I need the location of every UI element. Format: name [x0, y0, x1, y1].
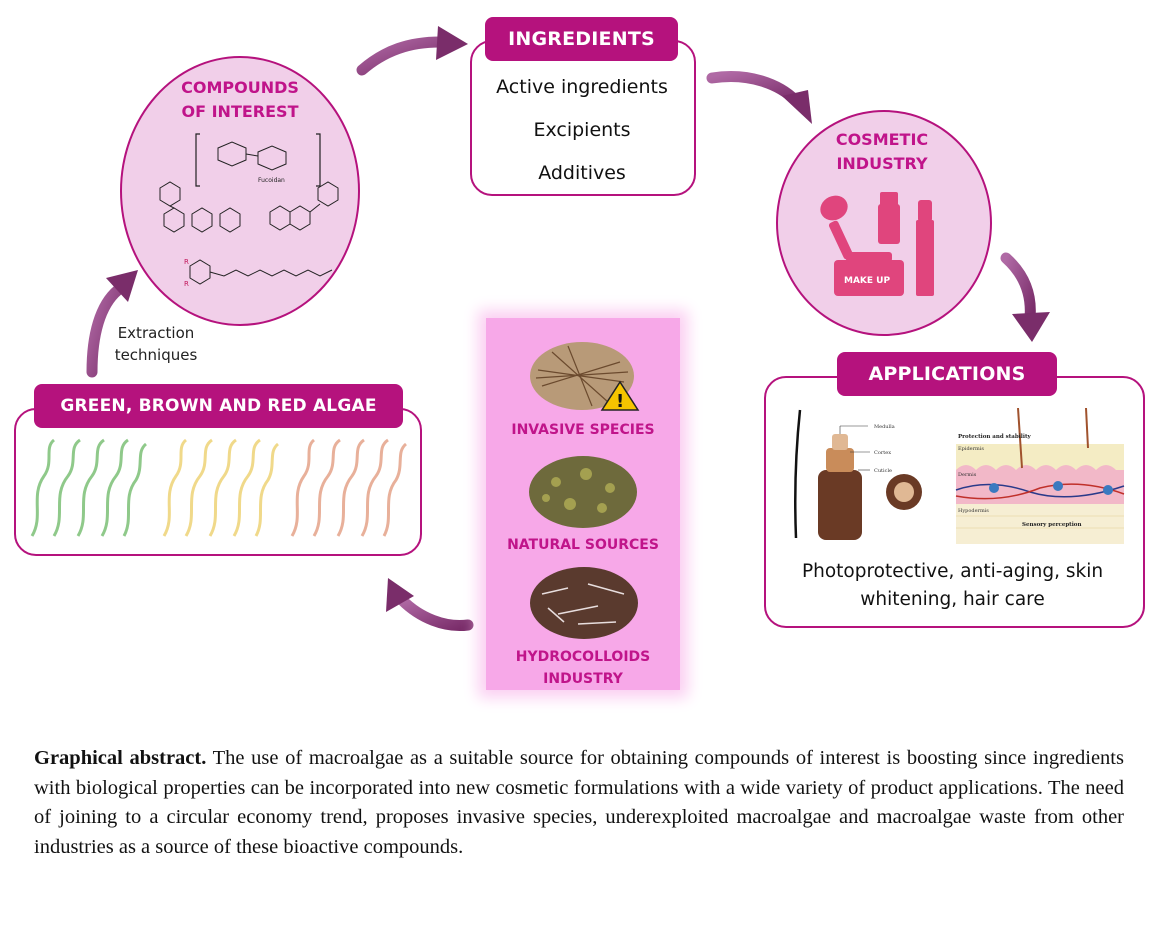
chemical-structures-icon: Fucoidan R R	[159, 133, 339, 288]
sources-label-hydro-line1: HYDROCOLLOIDS	[515, 649, 651, 665]
applications-description: Photoprotective, anti-aging, skin whiten…	[801, 561, 1104, 610]
sources-label-invasive: INVASIVE SPECIES	[511, 422, 655, 438]
ingredients-title: INGREDIENTS	[485, 17, 678, 61]
figure-caption: Graphical abstract. The use of macroalga…	[34, 744, 1124, 862]
svg-text:R: R	[184, 280, 189, 288]
skin-label-epidermis: Epidermis	[958, 446, 984, 452]
extraction-line2: techniques	[114, 346, 198, 364]
skin-label-sensory: Sensory perception	[1022, 522, 1081, 528]
sources-label-hydro-line2: INDUSTRY	[543, 671, 623, 687]
cosmetic-title-line1: COSMETIC	[835, 130, 929, 149]
flow-arrows	[86, 26, 1050, 632]
hair-label-medulla: Medulla	[874, 424, 895, 430]
ingredients-list: Active ingredients Excipients Additives	[472, 66, 692, 195]
hair-label-cuticle: Cuticle	[874, 468, 892, 474]
arrow-to-applications	[1000, 252, 1050, 342]
cosmetic-title: COSMETIC INDUSTRY	[812, 128, 952, 176]
hair-skin-illustration: Medulla Cortex Cuticle Protection and st…	[793, 408, 1125, 544]
compounds-title: COMPOUNDS OF INTEREST	[170, 76, 310, 124]
makeup-icon: MAKE UP	[820, 192, 934, 296]
invasive-species-image: !	[530, 342, 640, 412]
red-algae-icon	[290, 438, 408, 537]
ingredient-item: Excipients	[533, 119, 631, 141]
hydrocolloids-image	[530, 567, 638, 639]
arrow-to-algae	[386, 578, 474, 632]
brown-algae-icon	[162, 438, 280, 537]
green-algae-icon	[30, 438, 148, 537]
ingredient-item: Active ingredients	[496, 76, 668, 98]
sources-label-natural: NATURAL SOURCES	[507, 537, 659, 553]
compounds-title-line2: OF INTEREST	[181, 102, 299, 121]
skin-label-dermis: Dermis	[958, 472, 977, 478]
algae-illustrations	[30, 438, 408, 537]
makeup-label: MAKE UP	[844, 276, 890, 286]
arrow-to-cosmetic	[706, 71, 812, 124]
arrow-to-ingredients	[356, 26, 468, 76]
warning-icon: !	[600, 380, 640, 412]
applications-title: APPLICATIONS	[837, 352, 1057, 396]
compounds-title-line1: COMPOUNDS	[181, 78, 299, 97]
fucoidan-label: Fucoidan	[258, 177, 285, 184]
cosmetic-title-line2: INDUSTRY	[836, 154, 928, 173]
sources-label-hydrocolloids: HYDROCOLLOIDS INDUSTRY	[486, 646, 680, 690]
arrow-to-compounds	[86, 270, 138, 378]
extraction-label: Extraction techniques	[96, 322, 216, 366]
caption-lead: Graphical abstract.	[34, 747, 207, 769]
skin-label-hypodermis: Hypodermis	[958, 508, 989, 514]
ingredient-item: Additives	[538, 162, 626, 184]
skin-label-protection: Protection and stability	[958, 434, 1031, 440]
algae-title: GREEN, BROWN AND RED ALGAE	[34, 384, 403, 428]
algae-box	[14, 408, 422, 556]
svg-text:R: R	[184, 258, 189, 266]
caption-body: The use of macroalgae as a suitable sour…	[34, 747, 1124, 858]
hair-label-cortex: Cortex	[874, 450, 891, 456]
natural-sources-image	[529, 456, 637, 528]
extraction-line1: Extraction	[117, 324, 195, 342]
svg-text:!: !	[616, 391, 624, 412]
